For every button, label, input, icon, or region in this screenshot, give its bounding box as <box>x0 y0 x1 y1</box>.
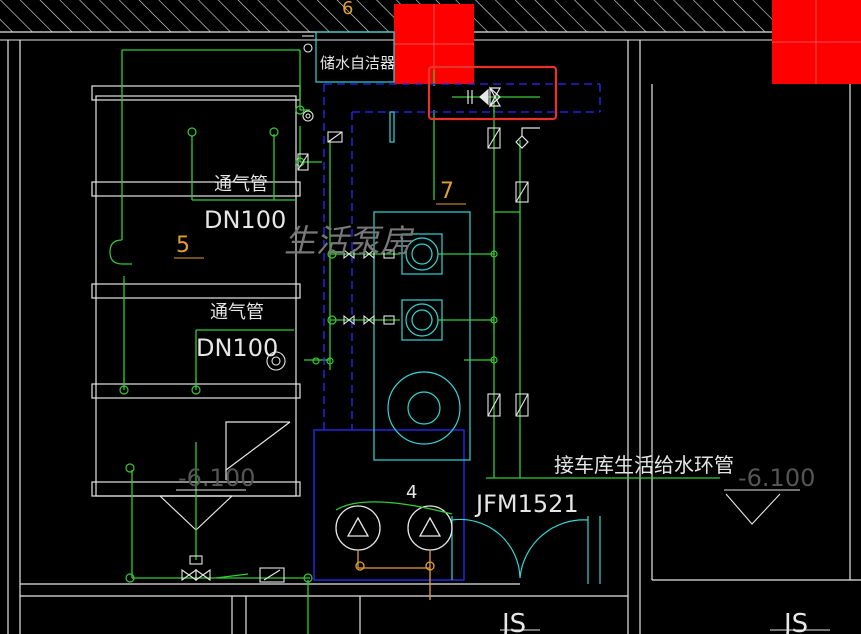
highlight-box <box>427 65 558 121</box>
pump-number: 4 <box>406 482 417 503</box>
labels: 6 储水自洁器 通气管 DN100 通气管 DN100 5 生活泵房 7 4 -… <box>174 0 815 634</box>
building-walls <box>7 40 861 634</box>
elevation-markers <box>176 489 800 525</box>
vent-size-label-1: DN100 <box>204 206 286 234</box>
vent-size-label-2: DN100 <box>196 334 278 362</box>
check-valve-icon <box>467 86 540 149</box>
pump-room-box <box>313 429 465 581</box>
vent-pipe-label-1: 通气管 <box>214 174 268 195</box>
equipment-number: 7 <box>440 179 454 204</box>
tank-number: 5 <box>176 233 190 258</box>
room-name: 生活泵房 <box>284 222 415 260</box>
elevation-left: -6.100 <box>178 464 255 492</box>
stair-label-left: JS <box>500 609 526 634</box>
pipe-label: 接车库生活给水环管 <box>554 453 734 477</box>
water-purifier-box <box>315 31 395 83</box>
door-code: JFM1521 <box>474 490 579 518</box>
vent-pipe-label-2: 通气管 <box>210 302 264 323</box>
equipment-skid <box>373 111 601 584</box>
elevation-right: -6.100 <box>738 464 815 492</box>
water-purifier-label: 储水自洁器 <box>320 54 395 72</box>
pump-icon <box>335 501 453 600</box>
grid-number-top: 6 <box>342 0 353 19</box>
stair-label-right: JS <box>782 609 808 634</box>
gate-valve-icon <box>181 35 529 583</box>
